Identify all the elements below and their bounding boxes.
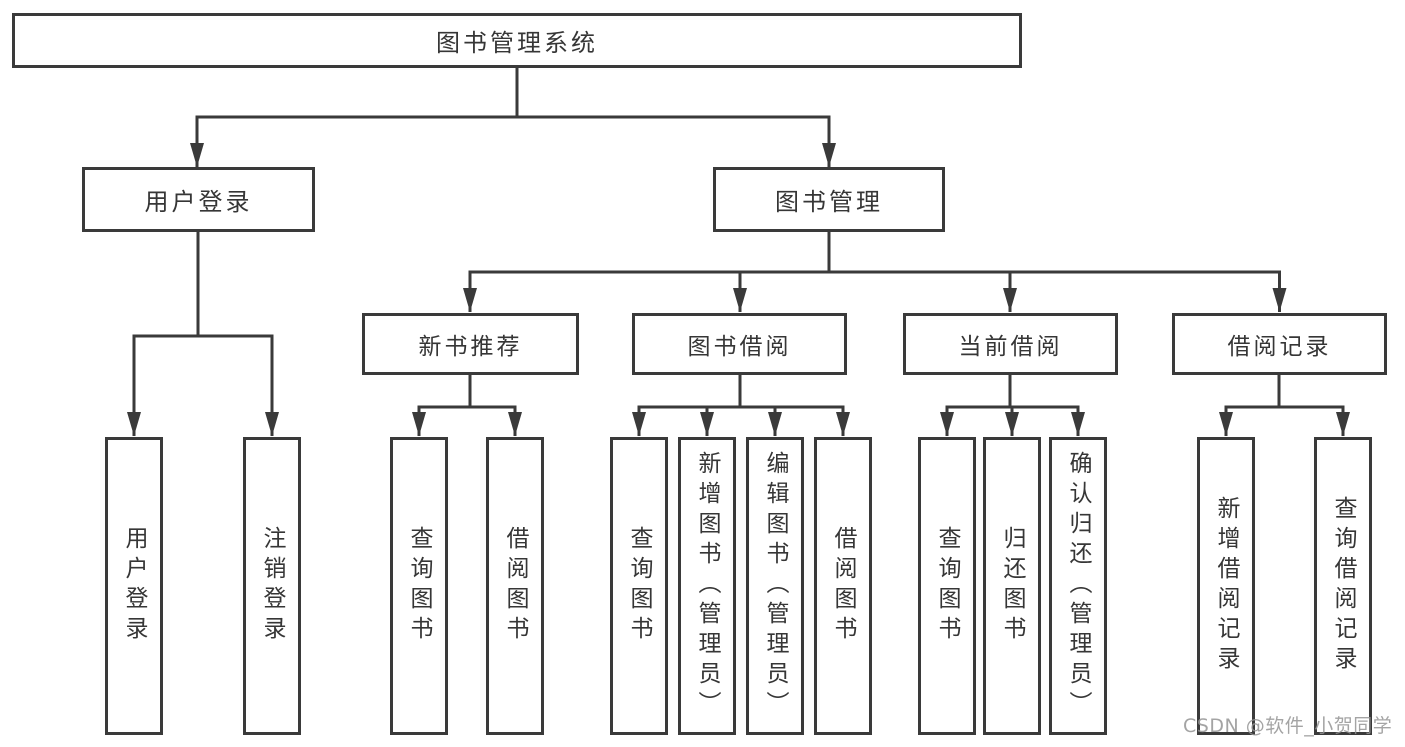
leaf-nb-borrow-book: 借阅图书 — [486, 437, 544, 735]
leaf-bb-add-book-admin: 新增图书（管理员） — [678, 437, 736, 735]
node-new-book: 新书推荐 — [362, 313, 579, 375]
leaf-cb-query-book: 查询图书 — [918, 437, 976, 735]
node-book-mgmt-label: 图书管理 — [775, 188, 883, 216]
node-book-mgmt: 图书管理 — [713, 167, 945, 232]
node-current-label: 当前借阅 — [958, 334, 1063, 360]
leaf-br-query-record-label: 查询借阅记录 — [1330, 496, 1356, 676]
leaf-cb-query-book-label: 查询图书 — [934, 526, 960, 646]
leaf-bb-add-book-admin-label: 新增图书（管理员） — [694, 451, 720, 721]
node-record-label: 借阅记录 — [1227, 334, 1332, 360]
node-user-login-label: 用户登录 — [144, 188, 253, 216]
leaf-cb-return-book-label: 归还图书 — [999, 526, 1025, 646]
node-borrow: 图书借阅 — [632, 313, 847, 375]
connector-record-to-leaves — [1219, 375, 1350, 436]
leaf-cb-return-book: 归还图书 — [983, 437, 1041, 735]
node-root-label: 图书管理系统 — [436, 29, 598, 57]
leaf-user-login: 用户登录 — [105, 437, 163, 735]
leaf-bb-borrow-book: 借阅图书 — [814, 437, 872, 735]
node-new-book-label: 新书推荐 — [418, 334, 523, 360]
connector-book-mgmt-to-level3 — [463, 232, 1287, 312]
leaf-nb-query-book-label: 查询图书 — [406, 526, 432, 646]
leaf-br-add-record: 新增借阅记录 — [1197, 437, 1255, 735]
leaf-br-add-record-label: 新增借阅记录 — [1213, 496, 1239, 676]
leaf-br-query-record: 查询借阅记录 — [1314, 437, 1372, 735]
node-record: 借阅记录 — [1172, 313, 1387, 375]
connector-current-to-leaves — [940, 375, 1085, 436]
leaf-bb-edit-book-admin-label: 编辑图书（管理员） — [762, 451, 788, 721]
leaf-bb-borrow-book-label: 借阅图书 — [830, 526, 856, 646]
node-root: 图书管理系统 — [12, 13, 1022, 68]
leaf-cb-confirm-return-admin-label: 确认归还（管理员） — [1065, 451, 1091, 721]
node-borrow-label: 图书借阅 — [687, 334, 792, 360]
leaf-user-login-label: 用户登录 — [121, 526, 147, 646]
leaf-logout-label: 注销登录 — [259, 526, 285, 646]
connector-borrow-to-leaves — [632, 375, 850, 436]
leaf-cb-confirm-return-admin: 确认归还（管理员） — [1049, 437, 1107, 735]
connector-user-login-to-leaves — [127, 232, 279, 436]
connector-new-book-to-leaves — [412, 375, 522, 436]
leaf-bb-query-book: 查询图书 — [610, 437, 668, 735]
leaf-nb-query-book: 查询图书 — [390, 437, 448, 735]
leaf-logout: 注销登录 — [243, 437, 301, 735]
leaf-bb-query-book-label: 查询图书 — [626, 526, 652, 646]
node-user-login: 用户登录 — [82, 167, 315, 232]
leaf-bb-edit-book-admin: 编辑图书（管理员） — [746, 437, 804, 735]
leaf-nb-borrow-book-label: 借阅图书 — [502, 526, 528, 646]
node-current: 当前借阅 — [903, 313, 1118, 375]
connector-root-to-level2 — [190, 68, 836, 167]
